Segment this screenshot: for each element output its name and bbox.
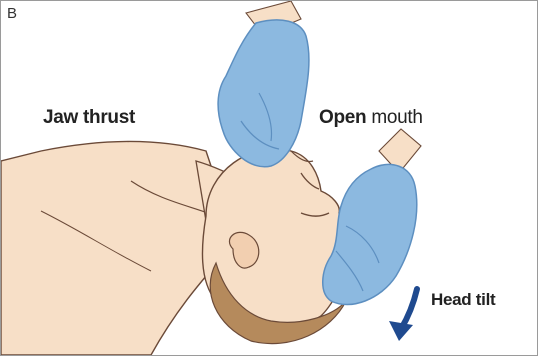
right-glove-icon (323, 164, 417, 304)
top-glove-icon (218, 20, 309, 167)
head-tilt-arrow-icon (389, 289, 417, 341)
head-tilt-label: Head tilt (431, 290, 495, 310)
open-mouth-label-rest: mouth (366, 107, 422, 128)
jaw-thrust-label: Jaw thrust (43, 107, 135, 129)
panel-letter: B (7, 5, 17, 22)
open-mouth-label-bold: Open (319, 107, 366, 128)
open-mouth-label: Open mouth (319, 107, 423, 129)
